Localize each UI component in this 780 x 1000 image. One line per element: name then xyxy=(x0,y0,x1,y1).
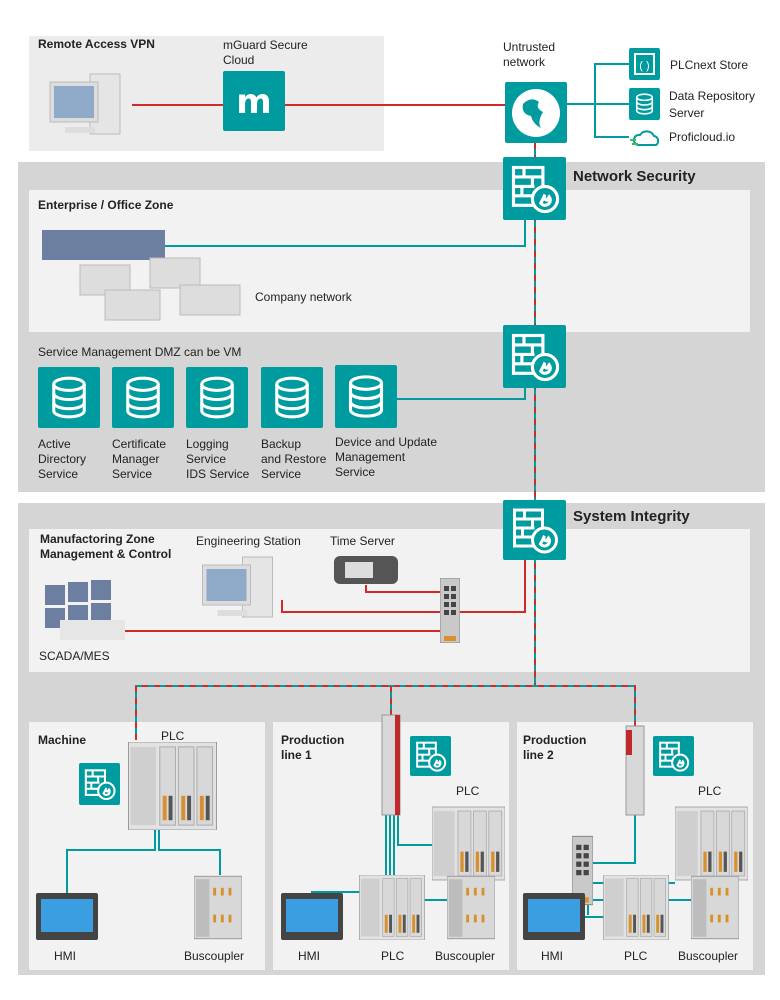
manufacturing-zone xyxy=(29,529,750,672)
firewall-icon-network-security xyxy=(503,157,566,220)
line-2-title-2: line 2 xyxy=(523,748,554,762)
svg-text:( ): ( ) xyxy=(639,60,649,72)
buscoupler-label: Buscoupler xyxy=(678,949,739,963)
firewall-icon-dmz xyxy=(503,325,566,388)
data-repo-label-2: Server xyxy=(669,106,705,120)
data-repo-label-1: Data Repository xyxy=(669,89,756,103)
firewall-icon-machine xyxy=(79,763,120,805)
line-1-title-1: Production xyxy=(281,733,345,747)
plc-label: PLC xyxy=(456,784,480,798)
globe-icon xyxy=(505,82,567,143)
scada-label: SCADA/MES xyxy=(39,649,110,663)
hmi-label: HMI xyxy=(298,949,320,963)
svg-text:m: m xyxy=(236,82,271,122)
database-icon xyxy=(335,365,397,428)
company-network-label: Company network xyxy=(255,290,352,304)
plcnext-store-label: PLCnext Store xyxy=(670,58,749,72)
manufacturing-zone-title-2: Management & Control xyxy=(40,547,172,561)
time-server-label: Time Server xyxy=(330,534,395,548)
machine-title: Machine xyxy=(38,733,87,747)
database-icon xyxy=(629,88,660,120)
hmi-label: HMI xyxy=(54,949,76,963)
manufacturing-zone-title-1: Manufactoring Zone xyxy=(40,532,155,546)
firewall-icon-line-2 xyxy=(653,736,694,776)
network-security-title: Network Security xyxy=(573,168,696,185)
enterprise-zone-title: Enterprise / Office Zone xyxy=(38,198,174,212)
engineering-station-label: Engineering Station xyxy=(196,534,301,548)
line-2-title-1: Production xyxy=(523,733,587,747)
mguard-label-1: mGuard Secure xyxy=(223,38,308,52)
dmz-title: Service Management DMZ can be VM xyxy=(38,345,242,359)
database-icon xyxy=(112,367,174,428)
mguard-label-2: Cloud xyxy=(223,53,255,67)
database-icon xyxy=(186,367,248,428)
database-icon xyxy=(261,367,323,428)
remote-access-title: Remote Access VPN xyxy=(38,37,155,51)
plc-label: PLC xyxy=(624,949,648,963)
system-integrity-title: System Integrity xyxy=(573,508,690,525)
proficloud-label: Proficloud.io xyxy=(669,130,736,144)
firewall-icon-line-1 xyxy=(410,736,451,776)
plc-label: PLC xyxy=(161,729,185,743)
database-icon xyxy=(38,367,100,428)
mguard-cloud-icon: m xyxy=(223,71,285,131)
buscoupler-label: Buscoupler xyxy=(435,949,496,963)
line-1-title-2: line 1 xyxy=(281,748,312,762)
buscoupler-label: Buscoupler xyxy=(184,949,245,963)
untrusted-label-2: network xyxy=(503,55,546,69)
firewall-icon-system-integrity xyxy=(503,500,566,560)
plcnext-store-icon: ( ) xyxy=(629,48,660,80)
plc-label: PLC xyxy=(381,949,405,963)
untrusted-label-1: Untrusted xyxy=(503,40,556,54)
hmi-label: HMI xyxy=(541,949,563,963)
plc-label: PLC xyxy=(698,784,722,798)
cloud-icon xyxy=(630,125,660,150)
